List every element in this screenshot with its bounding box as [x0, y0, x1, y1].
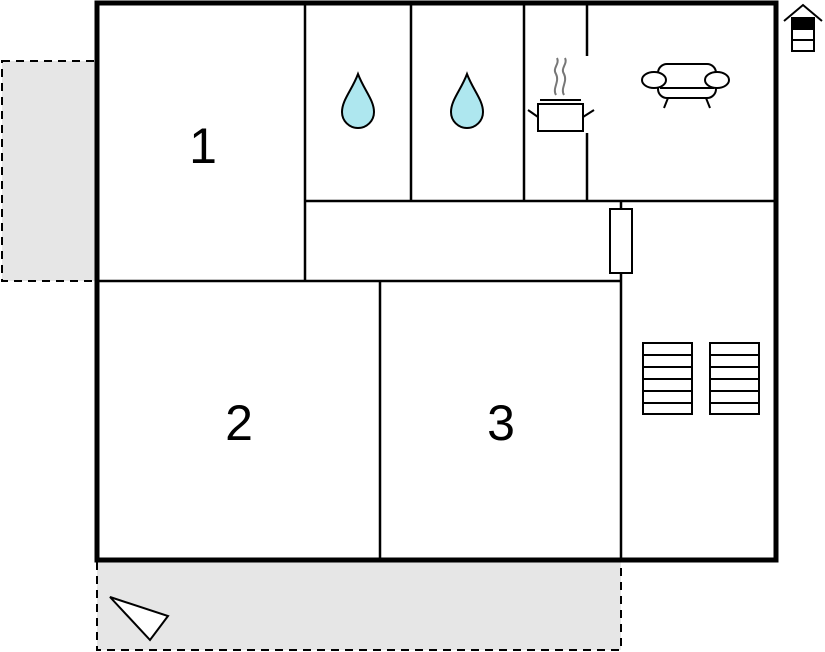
stairs-icon [642, 342, 760, 415]
sofa-icon [641, 63, 730, 109]
water-drop-icon [340, 71, 376, 129]
cooking-pot-icon [527, 57, 595, 132]
interior-walls [97, 3, 776, 560]
room-1-label: 1 [189, 118, 217, 174]
water-drop-icon [449, 71, 485, 129]
room-2-label: 2 [225, 395, 253, 451]
radiator [609, 208, 633, 274]
room-3-label: 3 [487, 395, 515, 451]
terrace-left [1, 60, 99, 282]
house-floor-icon [783, 3, 823, 52]
entrance-arrow-icon [109, 596, 170, 642]
terrace-bottom [96, 559, 622, 651]
